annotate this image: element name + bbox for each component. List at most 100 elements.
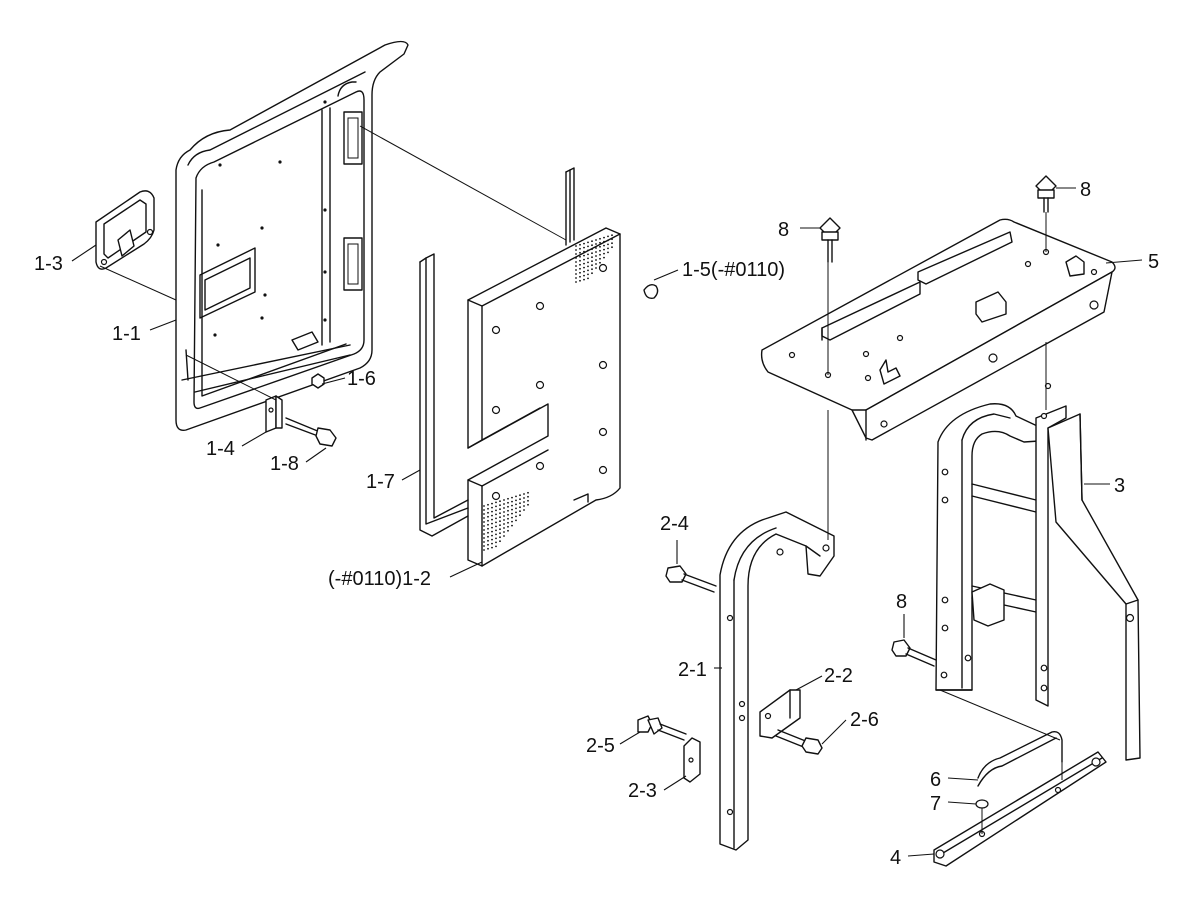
- label-2-1: 2-1: [678, 659, 707, 681]
- perforation-dot: [575, 257, 577, 259]
- perforation-dot: [587, 245, 589, 248]
- top-plate-part-5: [760, 218, 1116, 441]
- perforation-dot: [579, 247, 581, 250]
- perforation-dot: [603, 252, 605, 255]
- perforation-dot: [503, 503, 505, 505]
- perforation-dot: [495, 517, 497, 520]
- bolt-part-2-5: [637, 715, 687, 741]
- perforation-dot: [491, 542, 493, 545]
- perforation-dot: [583, 242, 585, 245]
- perforation-dot: [499, 516, 501, 519]
- perforation-dot: [511, 524, 513, 527]
- perforation-dot: [579, 255, 581, 258]
- label-7: 7: [930, 793, 941, 815]
- perforation-dot: [515, 503, 517, 506]
- perforation-dot: [607, 247, 609, 250]
- perforation-dot: [503, 515, 505, 517]
- perforation-dot: [599, 237, 601, 240]
- perforation-dot: [483, 537, 485, 539]
- perforation-dot: [591, 252, 593, 255]
- label-8-left: 8: [778, 219, 789, 241]
- perforation-dot: [519, 494, 521, 497]
- label-3: 3: [1114, 475, 1125, 497]
- perforation-dot: [487, 539, 489, 542]
- perforation-dot: [499, 520, 501, 523]
- perforation-dot: [607, 243, 609, 246]
- bracket-part-1-4: [265, 395, 283, 433]
- perforation-dot: [595, 243, 597, 245]
- perforation-dot: [611, 234, 613, 237]
- perforation-dot: [575, 269, 577, 271]
- perforation-dot: [507, 525, 509, 528]
- perforation-dot: [499, 536, 501, 539]
- perforation-dot: [495, 533, 497, 536]
- perforation-dot: [487, 507, 489, 510]
- bolt-part-2-6: [775, 729, 823, 755]
- perforation-dot: [507, 497, 509, 500]
- plate-part-2-3: [683, 737, 701, 783]
- perforation-dot: [599, 241, 601, 244]
- perforation-dot: [575, 245, 577, 247]
- perforation-pattern-bottom: [483, 491, 529, 551]
- perforation-dot: [511, 520, 513, 523]
- grommet-part-1-5: [643, 283, 659, 300]
- washer-part-7: [975, 799, 989, 809]
- perforation-dot: [487, 511, 489, 514]
- label-2-4: 2-4: [660, 513, 689, 535]
- perforation-dot: [587, 249, 589, 252]
- perforation-dot: [499, 532, 501, 535]
- perforation-dot: [491, 518, 493, 521]
- perforation-dot: [575, 253, 577, 255]
- perforation-dot: [611, 242, 613, 245]
- perforation-dot: [487, 531, 489, 534]
- perforation-dot: [591, 240, 593, 243]
- label-5: 5: [1148, 251, 1159, 273]
- label-1-8: 1-8: [270, 453, 299, 475]
- perforation-dot: [495, 513, 497, 516]
- perforation-dot: [527, 491, 529, 494]
- perforation-dot: [487, 547, 489, 550]
- perforation-dot: [595, 267, 597, 269]
- perforation-dot: [491, 534, 493, 537]
- label-8-lower: 8: [896, 591, 907, 613]
- perforation-dot: [587, 265, 589, 268]
- perforation-dot: [607, 235, 609, 238]
- perforation-dot: [519, 498, 521, 501]
- perforation-dot: [515, 495, 517, 498]
- perforation-dot: [583, 250, 585, 253]
- label-1-1: 1-1: [112, 323, 141, 345]
- perforation-dot: [499, 500, 501, 503]
- perforation-dot: [587, 277, 589, 280]
- perforation-dot: [483, 529, 485, 531]
- perforation-dot: [491, 530, 493, 533]
- perforation-dot: [523, 497, 525, 499]
- perforation-dot: [591, 260, 593, 263]
- perforation-dot: [579, 275, 581, 278]
- perforation-dot: [599, 245, 601, 248]
- perforation-dot: [483, 513, 485, 515]
- perforation-dot: [583, 278, 585, 281]
- perforation-dot: [495, 525, 497, 528]
- perforation-dot: [483, 545, 485, 547]
- perforation-dot: [515, 519, 517, 522]
- perforation-dot: [503, 523, 505, 525]
- perforation-dot: [599, 261, 601, 264]
- bolt-part-8-left: [819, 217, 841, 263]
- label-1-6: 1-6: [347, 368, 376, 390]
- bolt-part-8-right: [1035, 175, 1057, 213]
- perforation-dot: [483, 505, 485, 507]
- bar-part-4: [933, 751, 1107, 867]
- perforation-dot: [591, 272, 593, 275]
- perforation-dot: [499, 504, 501, 507]
- bracket-part-2-2: [759, 689, 801, 739]
- leader-lines: [71, 187, 1143, 857]
- perforation-dot: [499, 508, 501, 511]
- perforation-dot: [491, 514, 493, 517]
- panel-part-1-2: [467, 227, 621, 567]
- perforation-dot: [491, 526, 493, 529]
- perforation-dot: [523, 509, 525, 511]
- perforation-dot: [603, 256, 605, 259]
- perforation-dot: [607, 251, 609, 254]
- perforation-dot: [587, 257, 589, 260]
- perforation-pattern-top: [575, 234, 613, 283]
